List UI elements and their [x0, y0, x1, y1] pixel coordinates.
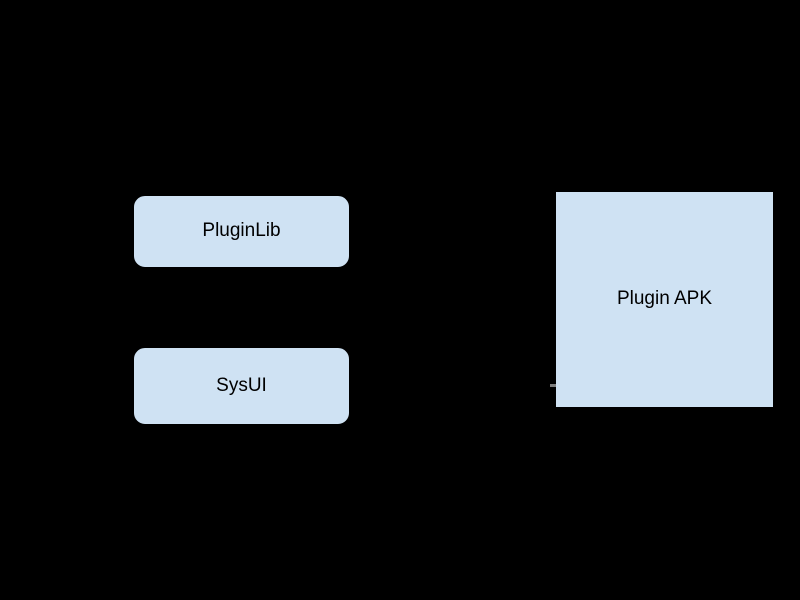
node-plugin-apk: Plugin APK [555, 191, 774, 408]
node-pluginlib-label: PluginLib [202, 220, 281, 242]
node-pluginlib: PluginLib [133, 195, 350, 268]
node-sysui: SysUI [133, 347, 350, 425]
arrowhead-tip-icon [550, 384, 556, 387]
node-plugin-apk-label: Plugin APK [616, 288, 713, 310]
node-sysui-label: SysUI [216, 374, 267, 396]
